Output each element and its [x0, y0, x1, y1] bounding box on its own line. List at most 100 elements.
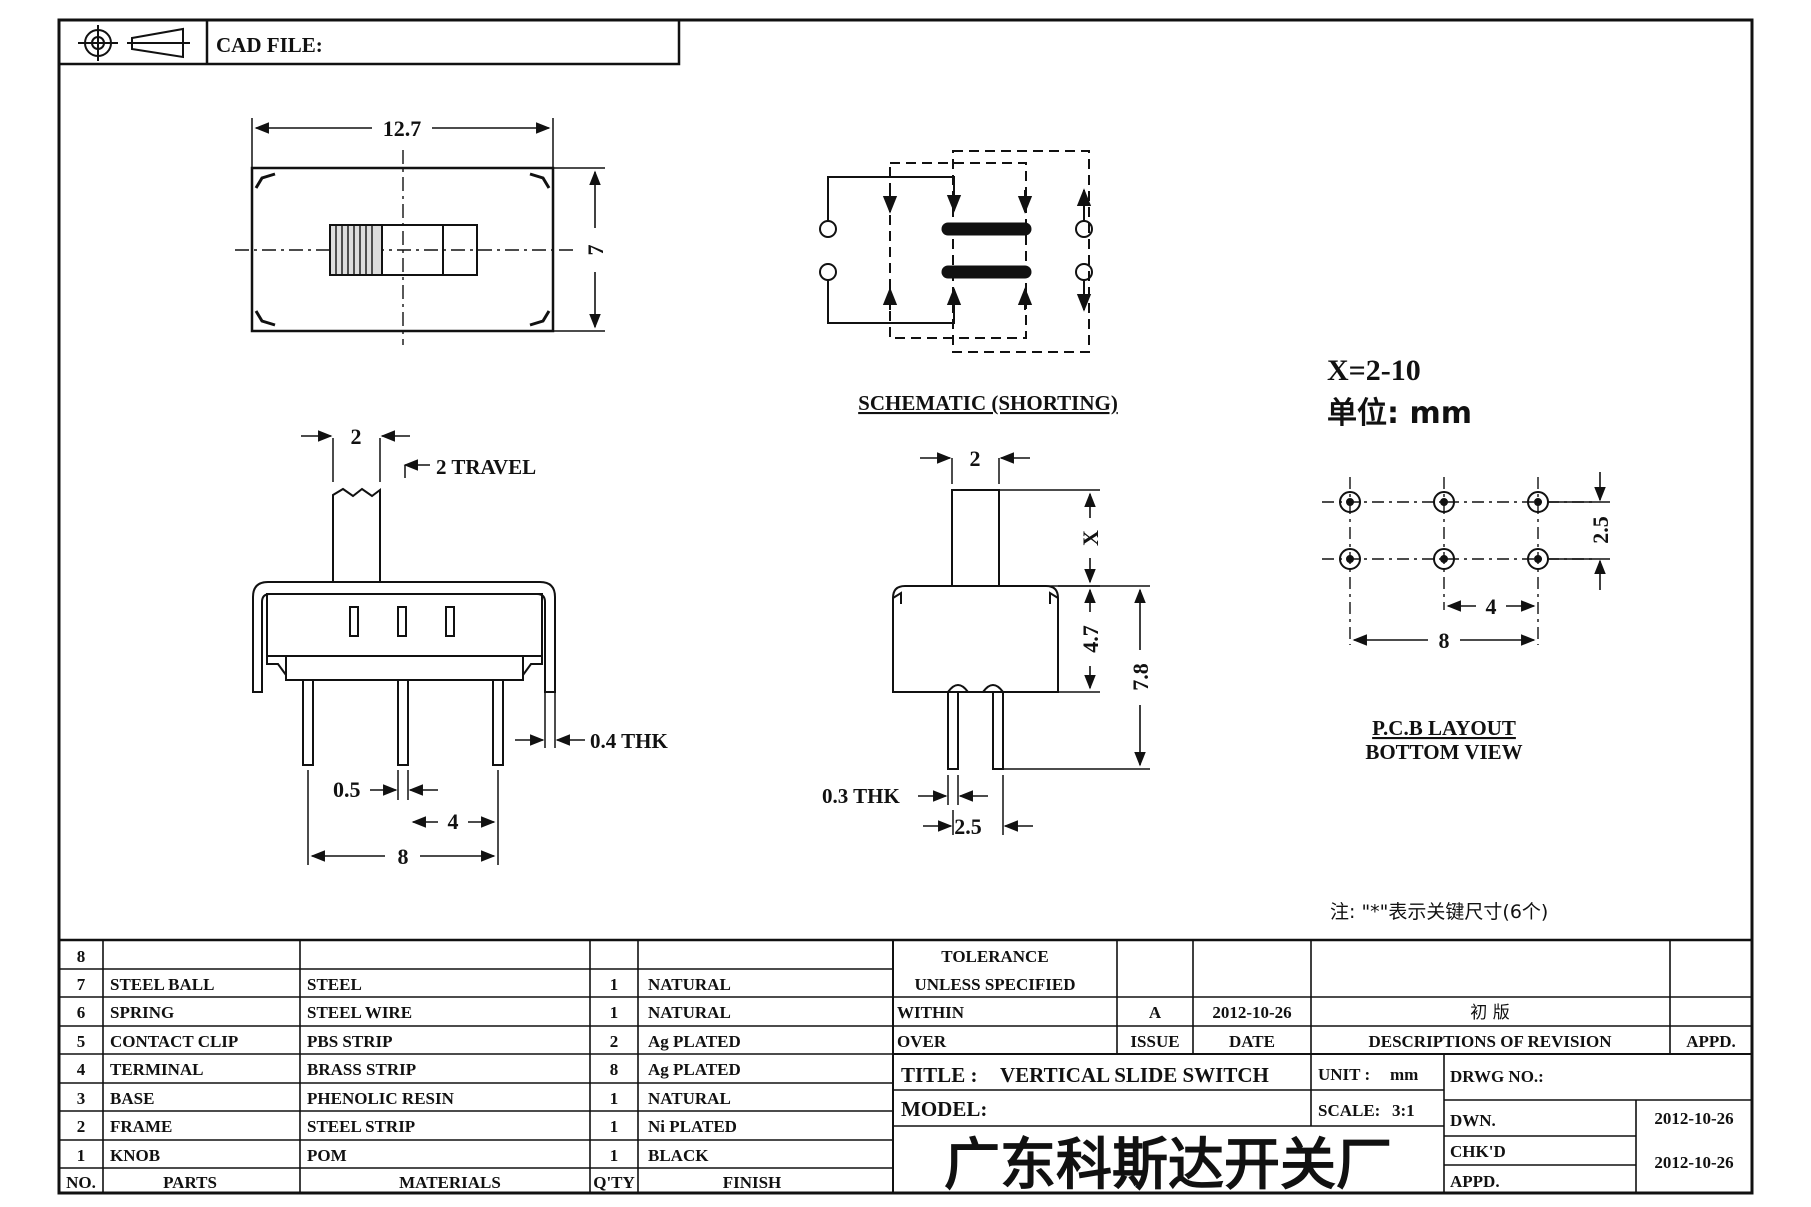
- body-height-dim: 4.7: [1078, 625, 1103, 653]
- revision-mark: A: [1149, 1003, 1162, 1022]
- pcb-hole: [1339, 548, 1361, 570]
- sheet-border: [57, 18, 1754, 1195]
- bom-no: 6: [77, 1003, 86, 1022]
- bom-finish: NATURAL: [648, 1003, 731, 1022]
- bom-qty: 8: [610, 1060, 619, 1079]
- issue-label: ISSUE: [1130, 1032, 1179, 1051]
- key-dimension-footnote: 注: "*"表示关键尺寸(6个): [1330, 901, 1548, 923]
- pcb-caption-line1: P.C.B LAYOUT: [1372, 716, 1516, 740]
- bom-header-no: NO.: [66, 1173, 96, 1192]
- pcb-hole: [1433, 548, 1455, 570]
- third-angle-projection-icon: [78, 25, 190, 61]
- side-view: [892, 452, 1150, 835]
- chkd-date: 2012-10-26: [1654, 1153, 1733, 1172]
- bom-row: 6 SPRING STEEL WIRE 1 NATURAL: [77, 1003, 731, 1022]
- x-dim: X: [1078, 530, 1103, 546]
- cad-header: CAD FILE:: [57, 18, 681, 66]
- revision-date: 2012-10-26: [1212, 1003, 1291, 1022]
- bom-no: 5: [77, 1032, 86, 1051]
- bom-material: PHENOLIC RESIN: [307, 1089, 455, 1108]
- bom-finish: BLACK: [648, 1146, 709, 1165]
- bom-qty: 1: [610, 1003, 619, 1022]
- top-view-width-dim: 12.7: [383, 116, 422, 141]
- bom-material: STEEL WIRE: [307, 1003, 412, 1022]
- manufacturer-name: 广东科斯达开关厂: [944, 1133, 1392, 1198]
- bom-row: 3 BASE PHENOLIC RESIN 1 NATURAL: [77, 1089, 731, 1108]
- dwn-date: 2012-10-26: [1654, 1109, 1733, 1128]
- drawing-number-label: DRWG NO.:: [1450, 1067, 1544, 1086]
- bom-row: 2 FRAME STEEL STRIP 1 Ni PLATED: [77, 1117, 737, 1136]
- pcb-caption-line2: BOTTOM VIEW: [1365, 740, 1522, 764]
- model-label: MODEL:: [901, 1097, 987, 1121]
- schematic-diagram: [819, 150, 1093, 353]
- bom-finish: Ag PLATED: [648, 1032, 741, 1051]
- overall-height-dim: 7.8: [1128, 663, 1153, 691]
- bom-header-qty: Q'TY: [593, 1173, 635, 1192]
- title-block: [893, 940, 1752, 1193]
- unit-label: UNIT :: [1318, 1065, 1370, 1084]
- bom-finish: NATURAL: [648, 975, 731, 994]
- scale-value: 3:1: [1392, 1101, 1415, 1120]
- tolerance-label: TOLERANCE: [941, 947, 1048, 966]
- bom-no: 3: [77, 1089, 86, 1108]
- chkd-label: CHK'D: [1450, 1142, 1506, 1161]
- x-range-note: X=2-10: [1327, 354, 1421, 387]
- bom-part: SPRING: [110, 1003, 174, 1022]
- descriptions-of-revision-label: DESCRIPTIONS OF REVISION: [1368, 1032, 1612, 1051]
- title-value: VERTICAL SLIDE SWITCH: [1000, 1063, 1269, 1087]
- unit-note: 单位: mm: [1327, 396, 1472, 431]
- side-actuator-width-dim: 2: [970, 446, 981, 471]
- bom-part: TERMINAL: [110, 1060, 204, 1079]
- scale-label: SCALE:: [1318, 1101, 1380, 1120]
- over-label: OVER: [897, 1032, 947, 1051]
- bom-qty: 1: [610, 1146, 619, 1165]
- bom-qty: 1: [610, 1117, 619, 1136]
- bom-part: KNOB: [110, 1146, 160, 1165]
- front-actuator-width-dim: 2: [351, 424, 362, 449]
- bom-no: 7: [77, 975, 86, 994]
- bom-no: 2: [77, 1117, 86, 1136]
- side-pin-pitch-dim: 2.5: [954, 814, 982, 839]
- bom-no: 1: [77, 1146, 86, 1165]
- front-pin-thickness-label: 0.4 THK: [590, 729, 668, 753]
- bom-qty: 2: [610, 1032, 619, 1051]
- bom-part: CONTACT CLIP: [110, 1032, 238, 1051]
- unless-specified-label: UNLESS SPECIFIED: [914, 975, 1075, 994]
- pcb-row-pitch-dim: 2.5: [1588, 516, 1613, 544]
- bom-part: BASE: [110, 1089, 154, 1108]
- bom-row: 1 KNOB POM 1 BLACK: [77, 1146, 709, 1165]
- bom-table: [59, 938, 1752, 1193]
- within-label: WITHIN: [897, 1003, 965, 1022]
- bom-material: POM: [307, 1146, 347, 1165]
- schematic-caption: SCHEMATIC (SHORTING): [858, 391, 1118, 415]
- bom-finish: NATURAL: [648, 1089, 731, 1108]
- pin-pitch-dim: 4: [448, 809, 459, 834]
- bom-material: BRASS STRIP: [307, 1060, 416, 1079]
- pcb-layout: [1322, 472, 1610, 646]
- date-label: DATE: [1229, 1032, 1275, 1051]
- unit-value: mm: [1390, 1065, 1418, 1084]
- pcb-span-dim: 8: [1439, 628, 1450, 653]
- bom-qty: 1: [610, 1089, 619, 1108]
- bom-header-finish: FINISH: [723, 1173, 782, 1192]
- bom-material: STEEL: [307, 975, 362, 994]
- pcb-hole: [1433, 491, 1455, 513]
- bom-part: FRAME: [110, 1117, 172, 1136]
- title-label: TITLE :: [901, 1063, 977, 1087]
- side-pin-thickness-label: 0.3 THK: [822, 784, 900, 808]
- bom-material: STEEL STRIP: [307, 1117, 415, 1136]
- bom-row: 8: [77, 947, 86, 966]
- dwn-label: DWN.: [1450, 1111, 1496, 1130]
- top-view: [235, 118, 605, 345]
- bom-no: 4: [77, 1060, 86, 1079]
- bom-row: 7 STEEL BALL STEEL 1 NATURAL: [77, 975, 731, 994]
- bom-no: 8: [77, 947, 86, 966]
- bom-row: 4 TERMINAL BRASS STRIP 8 Ag PLATED: [77, 1060, 741, 1079]
- bom-part: STEEL BALL: [110, 975, 214, 994]
- top-view-height-dim: 7: [583, 245, 608, 256]
- pin-width-dim: 0.5: [333, 777, 361, 802]
- cad-file-label: CAD FILE:: [216, 33, 323, 57]
- appd-label: APPD.: [1686, 1032, 1736, 1051]
- travel-label: 2 TRAVEL: [436, 455, 536, 479]
